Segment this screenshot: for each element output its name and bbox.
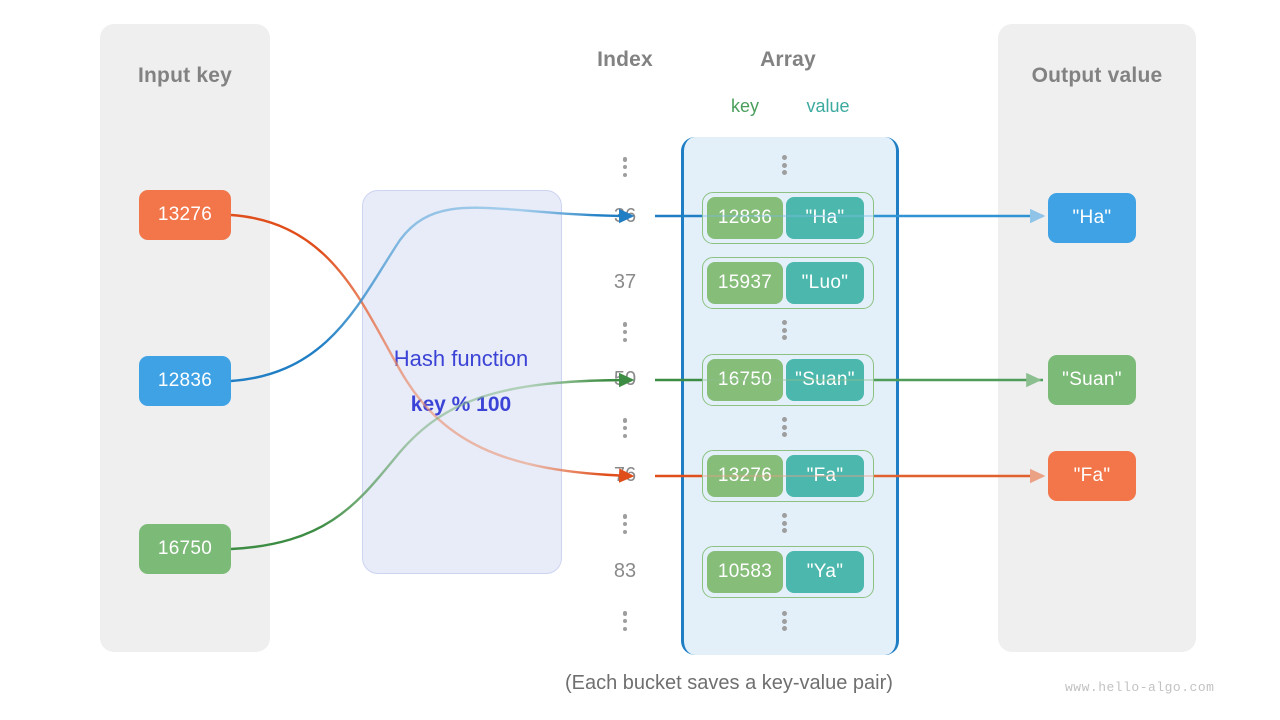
bucket-36[interactable]: 12836 "Ha" [702, 192, 874, 244]
index-label-36: 36 [613, 205, 637, 227]
diagram-caption: (Each bucket saves a key-value pair) [565, 672, 893, 694]
index-label-83: 83 [613, 560, 637, 582]
output-value-label: "Ha" [1072, 207, 1112, 228]
output-value-panel-title: Output value [1031, 64, 1163, 87]
input-key-label: 16750 [157, 538, 213, 559]
bucket-value-cell: "Ha" [786, 197, 864, 239]
bucket-key-cell: 16750 [707, 359, 783, 401]
index-ellipsis [590, 157, 660, 177]
bucket-value-cell: "Suan" [786, 359, 864, 401]
index-ellipsis [590, 611, 660, 631]
index-ellipsis [590, 322, 660, 342]
input-key-box-12836[interactable]: 12836 [139, 356, 231, 406]
array-ellipsis [782, 320, 787, 340]
array-column-header: Array [760, 48, 816, 71]
output-value-box-fa[interactable]: "Fa" [1048, 451, 1136, 501]
output-value-panel: Output value [998, 24, 1196, 652]
index-label-37: 37 [613, 271, 637, 293]
index-ellipsis [590, 418, 660, 438]
array-ellipsis [782, 417, 787, 437]
output-value-label: "Suan" [1062, 369, 1122, 390]
input-key-box-13276[interactable]: 13276 [139, 190, 231, 240]
bucket-key-cell: 10583 [707, 551, 783, 593]
index-ellipsis [590, 514, 660, 534]
bucket-37[interactable]: 15937 "Luo" [702, 257, 874, 309]
bucket-83[interactable]: 10583 "Ya" [702, 546, 874, 598]
bucket-key-cell: 15937 [707, 262, 783, 304]
hash-function-formula: key % 100 [410, 393, 512, 416]
bucket-value-cell: "Fa" [786, 455, 864, 497]
input-key-label: 13276 [157, 204, 213, 225]
input-key-box-16750[interactable]: 16750 [139, 524, 231, 574]
hash-function-title: Hash function [393, 346, 529, 371]
output-value-box-suan[interactable]: "Suan" [1048, 355, 1136, 405]
site-watermark: www.hello-algo.com [1065, 680, 1215, 695]
index-label-76: 76 [613, 464, 637, 486]
bucket-50[interactable]: 16750 "Suan" [702, 354, 874, 406]
bucket-key-cell: 13276 [707, 455, 783, 497]
array-ellipsis [782, 611, 787, 631]
input-key-panel-title: Input key [138, 64, 232, 87]
hash-function-box [362, 190, 562, 574]
input-key-label: 12836 [157, 370, 213, 391]
index-label-50: 50 [613, 368, 637, 390]
bucket-value-cell: "Ya" [786, 551, 864, 593]
bucket-value-cell: "Luo" [786, 262, 864, 304]
index-column-header: Index [597, 48, 653, 71]
bucket-key-cell: 12836 [707, 197, 783, 239]
array-ellipsis [782, 513, 787, 533]
output-value-box-ha[interactable]: "Ha" [1048, 193, 1136, 243]
output-value-label: "Fa" [1073, 465, 1111, 486]
bucket-76[interactable]: 13276 "Fa" [702, 450, 874, 502]
value-column-header: value [806, 96, 850, 116]
array-ellipsis [782, 155, 787, 175]
key-column-header: key [730, 96, 759, 116]
